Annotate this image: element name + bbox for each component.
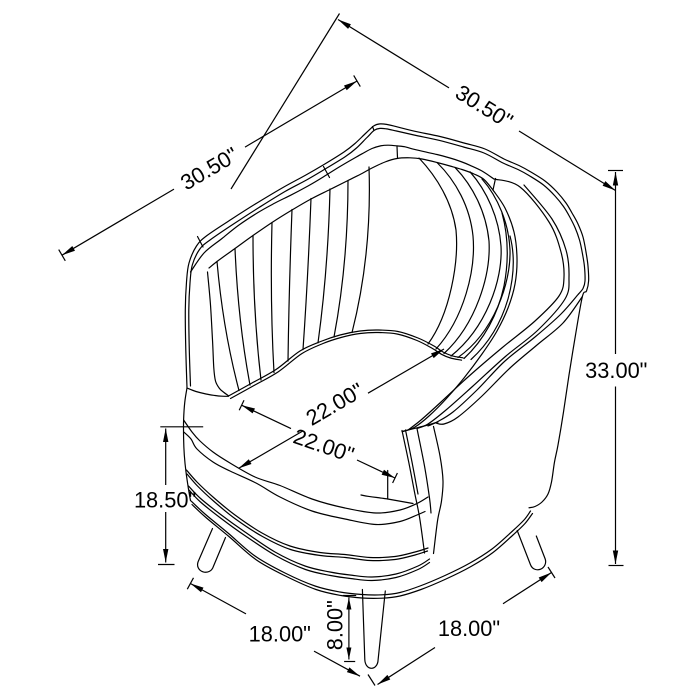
svg-text:8.00": 8.00" bbox=[322, 600, 347, 650]
svg-text:33.00": 33.00" bbox=[585, 358, 647, 383]
svg-text:18.00": 18.00" bbox=[438, 616, 500, 641]
svg-text:18.00": 18.00" bbox=[249, 622, 311, 647]
svg-text:18.50": 18.50" bbox=[134, 487, 196, 512]
